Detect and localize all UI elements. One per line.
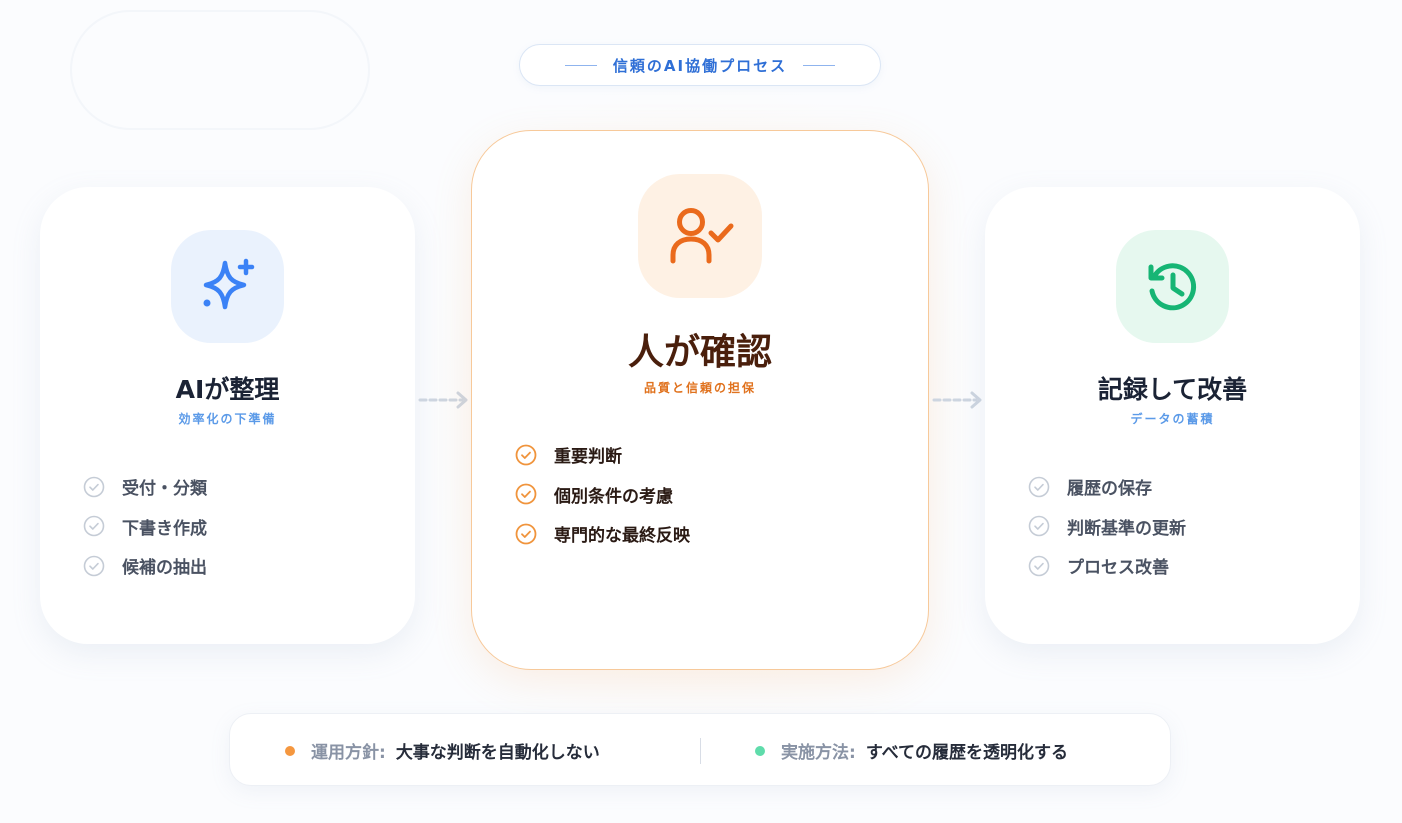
step-subtitle: データの蓄積 — [1130, 412, 1215, 426]
list-item: 履歴の保存 — [1028, 467, 1186, 507]
list-item: 候補の抽出 — [83, 546, 207, 586]
list-item-label: 受付・分類 — [122, 479, 207, 500]
check-circle-icon — [515, 444, 537, 466]
list-item-label: 個別条件の考慮 — [554, 486, 673, 507]
step-title: 人が確認 — [627, 332, 772, 373]
method-dot — [755, 745, 765, 756]
header-line-left — [564, 64, 597, 66]
list-item: 判断基準の更新 — [1028, 507, 1186, 547]
list-item: プロセス改善 — [1028, 546, 1186, 586]
method-value: すべての履歴を透明化する — [865, 743, 1068, 763]
flow-arrow-icon — [932, 391, 982, 409]
check-circle-icon — [1028, 476, 1050, 498]
check-circle-icon — [83, 476, 105, 498]
check-circle-icon — [515, 483, 537, 505]
list-item-label: 重要判断 — [554, 447, 622, 468]
process-title: 信頼のAI協働プロセス — [612, 56, 788, 75]
list-item: 重要判断 — [515, 435, 690, 475]
list-item-label: 下書き作成 — [122, 518, 207, 539]
list-item: 専門的な最終反映 — [515, 514, 690, 554]
policy-value: 大事な判断を自動化しない — [395, 743, 600, 763]
list-item-label: 履歴の保存 — [1067, 479, 1152, 500]
step-card-ai: AIが整理 効率化の下準備 受付・分類 下書き作成 候補の抽出 — [40, 187, 415, 644]
background-decoration — [70, 10, 370, 130]
footer-divider — [700, 738, 701, 764]
ai-icon-box — [171, 230, 284, 343]
policy-footer: 運用方針: 大事な判断を自動化しない 実施方法: すべての履歴を透明化する — [229, 713, 1171, 786]
step-title: AIが整理 — [175, 375, 280, 404]
check-circle-icon — [515, 523, 537, 545]
step-card-record: 記録して改善 データの蓄積 履歴の保存 判断基準の更新 プロセス改善 — [985, 187, 1360, 644]
check-circle-icon — [83, 515, 105, 537]
policy-dot — [285, 745, 295, 756]
header-line-right — [803, 64, 836, 66]
list-item: 個別条件の考慮 — [515, 475, 690, 515]
list-item-label: プロセス改善 — [1067, 558, 1169, 579]
list-item-label: 候補の抽出 — [122, 558, 207, 579]
policy-label: 運用方針: — [311, 743, 386, 763]
list-item: 下書き作成 — [83, 507, 207, 547]
flow-arrow-icon — [418, 391, 468, 409]
list-item-label: 判断基準の更新 — [1067, 518, 1186, 539]
history-icon — [1148, 262, 1196, 310]
check-circle-icon — [1028, 555, 1050, 577]
step-card-human: 人が確認 品質と信頼の担保 重要判断 個別条件の考慮 専門的な最終反映 — [471, 130, 929, 670]
user-check-icon — [670, 208, 734, 264]
step-item-list: 履歴の保存 判断基準の更新 プロセス改善 — [1028, 467, 1186, 586]
step-item-list: 重要判断 個別条件の考慮 専門的な最終反映 — [515, 435, 690, 554]
sparkles-icon — [203, 258, 254, 309]
list-item: 受付・分類 — [83, 467, 207, 507]
check-circle-icon — [83, 555, 105, 577]
check-circle-icon — [1028, 515, 1050, 537]
policy-item: 運用方針: 大事な判断を自動化しない — [285, 714, 600, 787]
step-subtitle: 効率化の下準備 — [178, 412, 277, 426]
method-item: 実施方法: すべての履歴を透明化する — [755, 714, 1068, 787]
method-label: 実施方法: — [781, 743, 856, 763]
step-item-list: 受付・分類 下書き作成 候補の抽出 — [83, 467, 207, 586]
step-subtitle: 品質と信頼の担保 — [643, 381, 756, 395]
human-icon-box — [638, 174, 762, 298]
list-item-label: 専門的な最終反映 — [554, 526, 690, 547]
step-title: 記録して改善 — [1097, 375, 1248, 404]
process-header: 信頼のAI協働プロセス — [519, 44, 881, 86]
record-icon-box — [1116, 230, 1229, 343]
